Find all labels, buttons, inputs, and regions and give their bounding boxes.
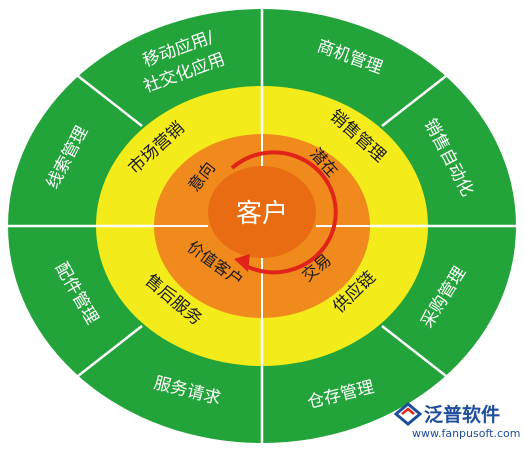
- brand-watermark: 泛普软件 www.fanpusoft.com: [393, 402, 520, 440]
- center-label: 客户: [236, 199, 288, 229]
- brand-name: 泛普软件: [424, 403, 500, 426]
- middle-separators: [96, 86, 428, 366]
- brand-url: www.fanpusoft.com: [412, 427, 520, 440]
- outer-separators: [8, 9, 516, 443]
- inner-separators: [154, 134, 370, 318]
- center-circle: [208, 166, 316, 258]
- brand-logo-icon: [393, 402, 423, 426]
- cycle-arrow: [230, 150, 338, 275]
